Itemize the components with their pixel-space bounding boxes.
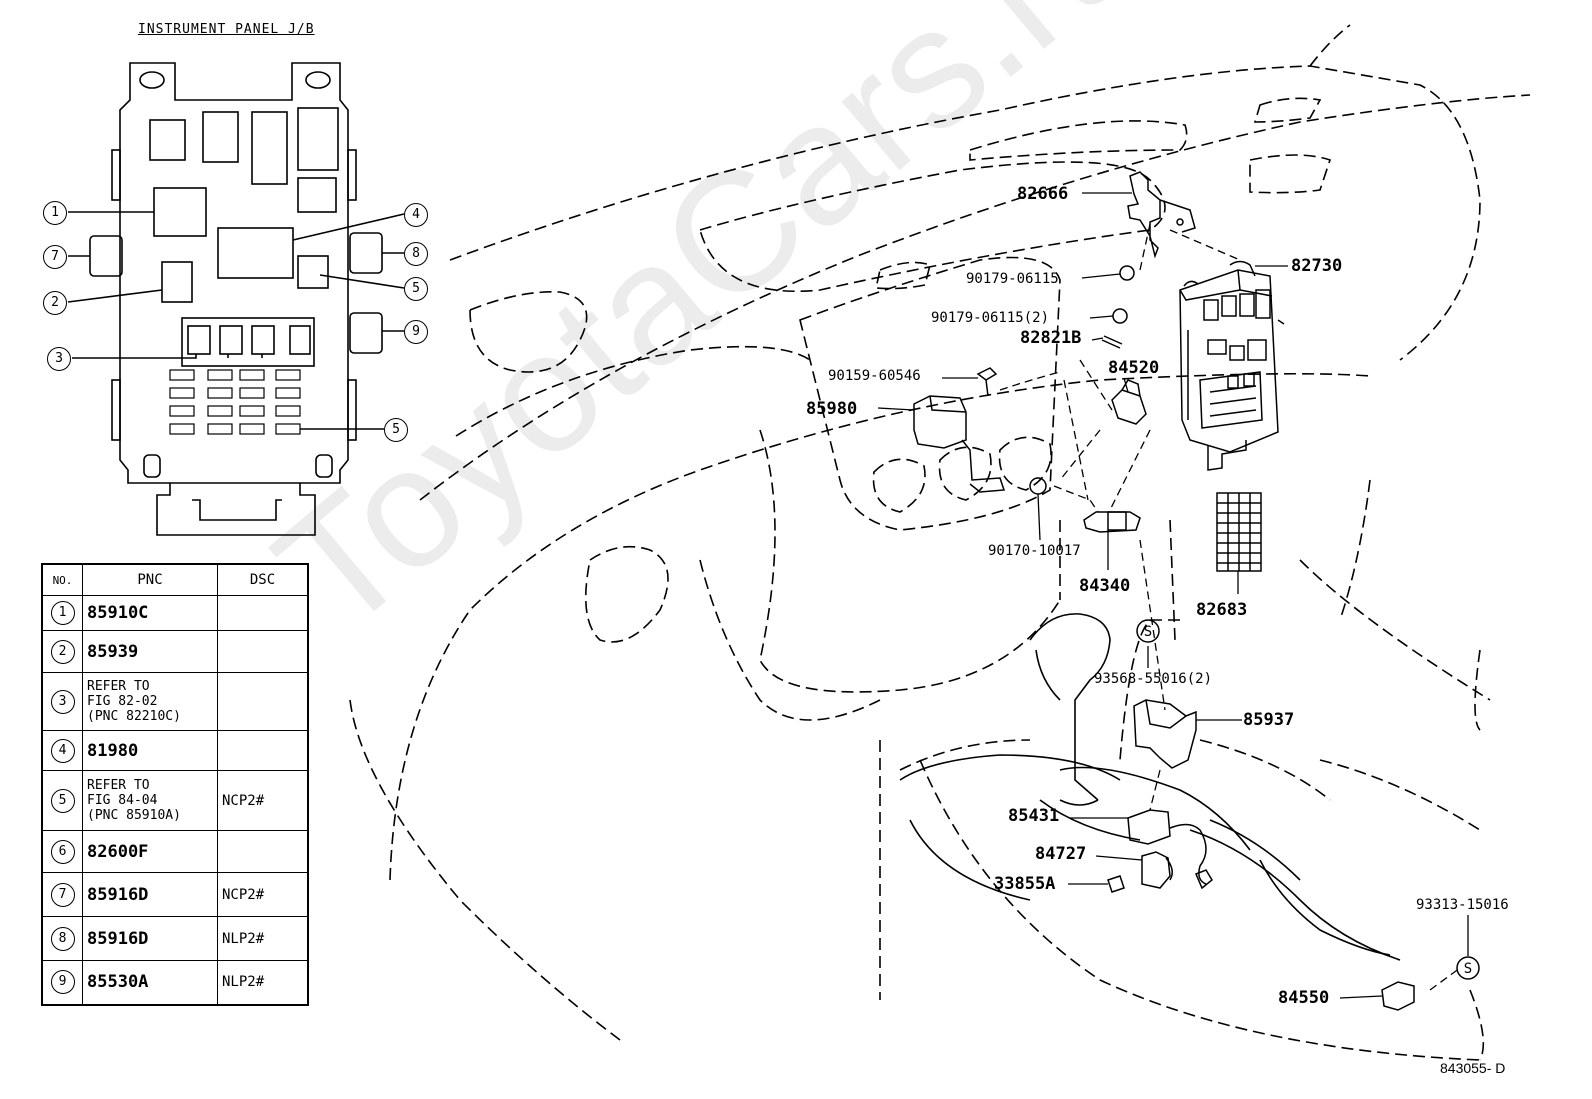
row-pnc-note: REFER TO FIG 82-02 (PNC 82210C)	[82, 672, 218, 731]
table-row: 7 85916D NCP2#	[41, 872, 309, 917]
row-dsc: NCP2#	[217, 872, 309, 917]
row-pnc: 81980	[82, 730, 218, 771]
table-row: 8 85916D NLP2#	[41, 916, 309, 961]
s-marker-2: S	[1464, 961, 1472, 977]
table-row: 4 81980	[41, 730, 309, 771]
row-dsc: NLP2#	[217, 960, 309, 1005]
note-line: (PNC 85910A)	[87, 808, 181, 823]
table-row: 5 REFER TO FIG 84-04 (PNC 85910A) NCP2#	[41, 770, 309, 831]
part-label-82683: 82683	[1196, 600, 1248, 620]
part-label-93313-15016: 93313-15016	[1416, 897, 1509, 913]
callout-3: 3	[47, 347, 71, 371]
row-dsc	[217, 595, 309, 631]
row-dsc	[217, 830, 309, 873]
row-number: 5	[50, 788, 75, 813]
row-pnc: 85530A	[82, 960, 218, 1005]
part-shapes	[913, 171, 1415, 1011]
table-row: 6 82600F	[41, 830, 309, 873]
row-pnc: 85916D	[82, 872, 218, 917]
figure-id: 843055- D	[1440, 1060, 1506, 1076]
row-pnc: 85910C	[82, 595, 218, 631]
row-number: 9	[50, 970, 75, 995]
leader-lines	[877, 192, 1469, 999]
row-pnc-note: REFER TO FIG 84-04 (PNC 85910A)	[82, 770, 218, 831]
part-label-90179-06115-2: 90179-06115(2)	[931, 310, 1050, 326]
table-header-row: NO. PNC DSC	[41, 563, 309, 596]
row-number: 6	[50, 839, 75, 864]
callout-4: 4	[404, 203, 428, 227]
header-no: NO.	[41, 563, 83, 596]
row-number: 8	[50, 926, 75, 951]
note-line: REFER TO	[87, 679, 150, 694]
s-markers	[1136, 619, 1480, 980]
note-line: FIG 84-04	[87, 793, 158, 808]
diagram-title: INSTRUMENT PANEL J/B	[138, 22, 315, 37]
note-line: REFER TO	[87, 778, 150, 793]
part-label-84727: 84727	[1035, 844, 1087, 864]
callout-1: 1	[43, 201, 67, 225]
part-label-82730: 82730	[1291, 256, 1343, 276]
callout-9: 9	[404, 320, 428, 344]
row-dsc: NCP2#	[217, 770, 309, 831]
part-label-84340: 84340	[1079, 576, 1131, 596]
table-row: 9 85530A NLP2#	[41, 960, 309, 1005]
table-row: 1 85910C	[41, 595, 309, 631]
instrument-panel-outline	[349, 24, 1531, 1061]
junction-block-drawing	[67, 62, 405, 536]
row-pnc: 82600F	[82, 830, 218, 873]
part-label-90170-10017: 90170-10017	[988, 543, 1081, 559]
part-label-82666: 82666	[1017, 184, 1069, 204]
callout-8: 8	[404, 242, 428, 266]
row-dsc	[217, 630, 309, 673]
part-label-82821b: 82821B	[1020, 328, 1082, 348]
table-row: 2 85939	[41, 630, 309, 673]
row-pnc: 85916D	[82, 916, 218, 961]
callout-5: 5	[404, 277, 428, 301]
row-number: 3	[50, 689, 75, 714]
header-dsc: DSC	[217, 563, 309, 596]
row-dsc: NLP2#	[217, 916, 309, 961]
table-row: 3 REFER TO FIG 82-02 (PNC 82210C)	[41, 672, 309, 731]
row-dsc	[217, 672, 309, 731]
s-marker-1: S	[1144, 624, 1152, 640]
part-label-90179-06115: 90179-06115	[966, 271, 1059, 287]
part-label-84520: 84520	[1108, 358, 1160, 378]
part-label-85937: 85937	[1243, 710, 1295, 730]
row-number: 7	[50, 882, 75, 907]
row-number: 1	[50, 601, 75, 625]
row-pnc: 85939	[82, 630, 218, 673]
note-line: (PNC 82210C)	[87, 709, 181, 724]
pnc-table: NO. PNC DSC 1 85910C 2 85939 3 REFER TO …	[41, 563, 309, 1006]
part-label-85980: 85980	[806, 399, 858, 419]
part-label-93568-55016-2: 93568-55016(2)	[1094, 671, 1213, 687]
part-label-33855a: 33855A	[994, 874, 1056, 894]
note-line: FIG 82-02	[87, 694, 158, 709]
callout-6: 5	[384, 418, 408, 442]
part-label-90159-60546: 90159-60546	[828, 368, 921, 384]
row-number: 4	[50, 738, 75, 763]
center-console-drawing	[899, 613, 1401, 961]
row-dsc	[217, 730, 309, 771]
callout-2: 2	[43, 291, 67, 315]
part-label-84550: 84550	[1278, 988, 1330, 1008]
part-label-85431: 85431	[1008, 806, 1060, 826]
header-pnc: PNC	[82, 563, 218, 596]
row-number: 2	[50, 639, 75, 664]
callout-7: 7	[43, 245, 67, 269]
